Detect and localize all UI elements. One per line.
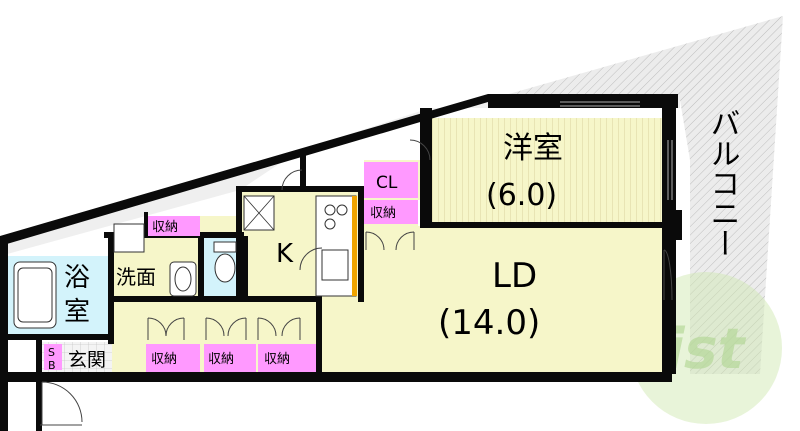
counter-edge xyxy=(352,196,357,296)
toilet-tank xyxy=(213,241,237,253)
western-room xyxy=(430,118,662,224)
storage-label: 収納 xyxy=(152,220,178,235)
bath-label-1: 浴 xyxy=(64,263,90,293)
balcony-label: バルコニー xyxy=(705,108,740,258)
toilet-bowl xyxy=(214,253,236,283)
storage-label: 収納 xyxy=(370,206,396,221)
storage-label: 収納 xyxy=(151,352,177,367)
basin-bowl xyxy=(174,266,192,292)
stove-burner xyxy=(336,204,348,216)
ld-room-size: (14.0) xyxy=(438,303,540,343)
windows xyxy=(560,101,673,200)
western-room-name: 洋室 xyxy=(503,131,563,166)
ld-room-name: LD xyxy=(492,256,537,296)
storage-label: 収納 xyxy=(264,352,290,367)
kitchen-counter xyxy=(315,195,357,297)
bathtub-inner xyxy=(17,267,53,323)
bath-label-2: 室 xyxy=(64,297,90,327)
ld-room xyxy=(318,226,662,372)
entrance-label: 玄関 xyxy=(68,349,106,371)
balcony-area xyxy=(488,16,783,374)
doors xyxy=(40,139,673,426)
wash-basin xyxy=(169,261,197,297)
stove-burner xyxy=(324,218,336,230)
sb-label-s: S xyxy=(48,346,55,359)
western-room-size: (6.0) xyxy=(486,178,557,213)
washroom-label: 洗面 xyxy=(116,265,156,289)
kitchen-label: K xyxy=(276,239,294,269)
storage-tags: 収納 収納 収納 収納 収納 CL S B xyxy=(44,162,418,372)
storage-label: 収納 xyxy=(208,352,234,367)
kitchen-sink xyxy=(321,249,349,281)
sb-label-b: B xyxy=(48,359,56,372)
bathtub xyxy=(13,261,57,329)
stove-burner xyxy=(324,204,336,216)
washer-space xyxy=(113,223,145,253)
cl-label: CL xyxy=(376,173,398,193)
